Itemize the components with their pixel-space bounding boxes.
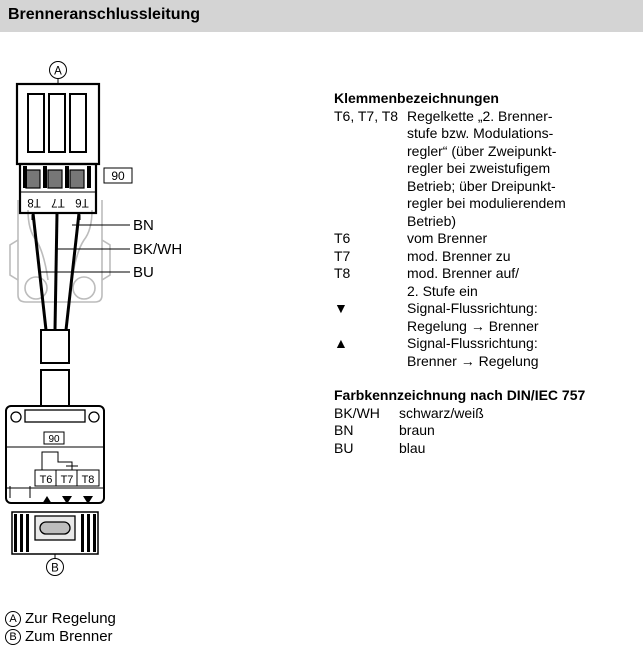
- terminal-description: Signal-Flussrichtung:Regelung → Brenner: [407, 300, 639, 335]
- terminal-description: mod. Brenner auf/2. Stufe ein: [407, 265, 639, 300]
- terminal-description-line: stufe bzw. Modulations-: [407, 125, 554, 141]
- terminal-description-line: 2. Stufe ein: [407, 282, 478, 299]
- cable-clip: [9, 200, 111, 303]
- color-name: braun: [399, 422, 435, 438]
- color-row: BN braun: [334, 422, 639, 440]
- terminal-code: ▲: [334, 335, 348, 351]
- wire-label-bn: BN: [133, 217, 154, 234]
- terminal-code: ▼: [334, 300, 348, 316]
- socket-terminal-labels: T6 T7 T8: [40, 474, 95, 486]
- terminal-description-line: regler bei modulierendem: [407, 195, 566, 211]
- callout-a-circle: [49, 61, 67, 79]
- legend-letter: A: [5, 611, 21, 627]
- color-row: BK/WH schwarz/weiß: [334, 405, 639, 423]
- svg-text:T6: T6: [40, 474, 53, 486]
- terminal-description-line: Betrieb): [407, 212, 457, 229]
- designations-panel: Klemmenbezeichnungen T6, T7, T8 Regelkett…: [334, 90, 639, 457]
- terminal-description-line: mod. Brenner zu: [407, 247, 511, 264]
- terminal-description-line: Regelung → Brenner: [407, 317, 539, 334]
- terminal-description-line: vom Brenner: [407, 230, 488, 246]
- legend-letter: B: [5, 629, 21, 645]
- callout-a-letter: A: [54, 66, 62, 78]
- legend-text: Zur Regelung: [25, 610, 116, 627]
- terminal-description-line: Betrieb; über Dreipunkt-: [407, 177, 556, 194]
- terminal-code: T6, T7, T8: [334, 107, 399, 124]
- terminal-code: T8: [334, 265, 351, 281]
- label-90-box: [103, 167, 133, 184]
- terminal-description-line: Signal-Flussrichtung:: [407, 300, 538, 316]
- legend-text: Zum Brenner: [25, 628, 113, 645]
- callout-b-letter: B: [51, 563, 59, 575]
- terminal-row: T6 vom Brenner: [334, 230, 639, 248]
- cable-jacket-upper: [40, 329, 70, 364]
- terminal-description-line: mod. Brenner auf/: [407, 265, 520, 281]
- wire-label-bu: BU: [133, 264, 154, 281]
- terminal-description-line: Brenner → Regelung: [407, 352, 539, 369]
- terminal-row: ▼ Signal-Flussrichtung:Regelung → Brenner: [334, 300, 639, 335]
- cable-jacket-lower: [40, 369, 70, 407]
- color-code: BN: [334, 422, 354, 438]
- terminal-description-line: Regelkette „2. Brenner-: [407, 107, 553, 124]
- svg-text:T8: T8: [27, 196, 40, 208]
- socket-label-90: 90: [48, 434, 60, 445]
- color-name: blau: [399, 439, 426, 456]
- terminal-description: mod. Brenner zu: [407, 248, 639, 266]
- terminals-title: Klemmenbezeichnungen: [334, 90, 499, 106]
- color-row: BU blau: [334, 440, 639, 458]
- wire-leaders: [40, 224, 130, 273]
- color-code: BK/WH: [334, 404, 380, 421]
- colors-title: Farbkennzeichnung nach DIN/IEC 757: [334, 387, 586, 403]
- terminal-description-line: regler bei zweistufigem: [407, 160, 551, 176]
- terminal-description: Regelkette „2. Brenner-stufe bzw. Modula…: [407, 108, 639, 231]
- section-title: Brenneranschlussleitung: [8, 6, 201, 23]
- terminal-description-line: Signal-Flussrichtung:: [407, 335, 538, 351]
- terminal-row: T7 mod. Brenner zu: [334, 248, 639, 266]
- section-header: Brenneranschlussleitung: [0, 0, 643, 32]
- svg-text:T7: T7: [61, 474, 74, 486]
- terminal-description: Signal-Flussrichtung:Brenner → Regelung: [407, 335, 639, 370]
- plug-terminal-labels: T6 T7 T8: [27, 196, 88, 208]
- connection-diagram: A T6 T7 T8 90: [0, 40, 300, 585]
- color-code: BU: [334, 439, 354, 456]
- terminal-description: vom Brenner: [407, 230, 639, 248]
- terminal-code: T6: [334, 230, 351, 246]
- callout-b-circle: [46, 558, 64, 576]
- label-90: 90: [111, 169, 125, 183]
- terminal-row: ▲ Signal-Flussrichtung:Brenner → Regelung: [334, 335, 639, 370]
- diagram-svg: A T6 T7 T8 90: [5, 61, 182, 576]
- terminal-description-line: regler“ (über Zweipunkt-: [407, 142, 557, 159]
- terminals-list: T6, T7, T8 Regelkette „2. Brenner-stufe b…: [334, 108, 639, 371]
- terminal-row: T8 mod. Brenner auf/2. Stufe ein: [334, 265, 639, 300]
- svg-text:T8: T8: [82, 474, 95, 486]
- plug-connector: [15, 82, 101, 215]
- socket-connector: [5, 405, 105, 555]
- terminal-row: T6, T7, T8 Regelkette „2. Brenner-stufe b…: [334, 108, 639, 231]
- wire-dash: [31, 215, 81, 220]
- wire-label-bkwh: BK/WH: [133, 241, 182, 258]
- svg-text:T6: T6: [75, 196, 88, 208]
- terminal-code: T7: [334, 247, 351, 264]
- color-name: schwarz/weiß: [399, 404, 484, 421]
- svg-text:T7: T7: [51, 196, 64, 208]
